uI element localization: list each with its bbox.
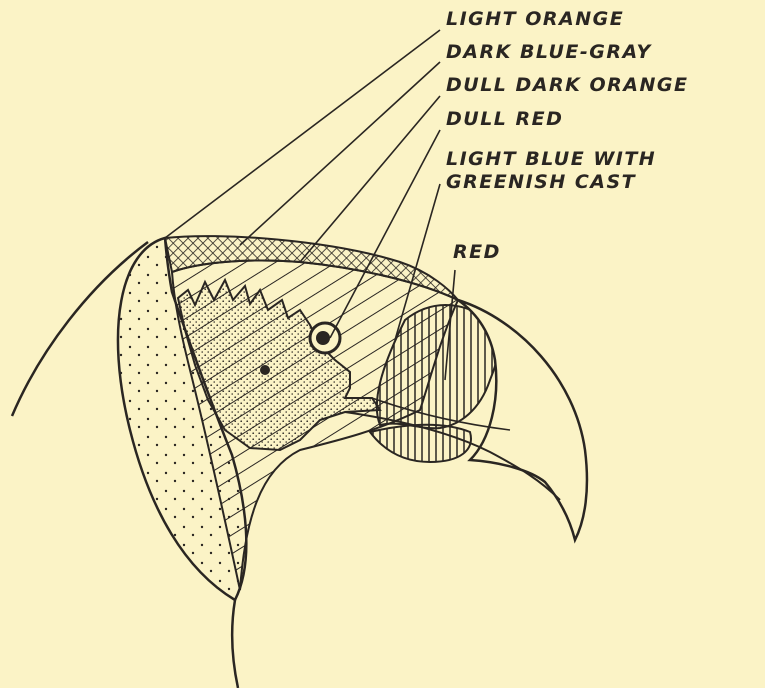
label-light-blue-line1: LIGHT BLUE WITH [446,148,656,170]
label-red: RED [453,241,501,263]
label-light-blue-line2: GREENISH CAST [446,171,637,193]
throat-outline [232,600,238,688]
label-dark-blue-gray: DARK BLUE-GRAY [446,41,653,63]
label-light-orange: LIGHT ORANGE [446,8,624,30]
nostril-spot [260,365,270,375]
label-dull-red: DULL RED [446,108,563,130]
region-red-lower [370,425,471,462]
eye-pupil [316,331,330,345]
label-dull-dark-orange: DULL DARK ORANGE [446,74,688,96]
